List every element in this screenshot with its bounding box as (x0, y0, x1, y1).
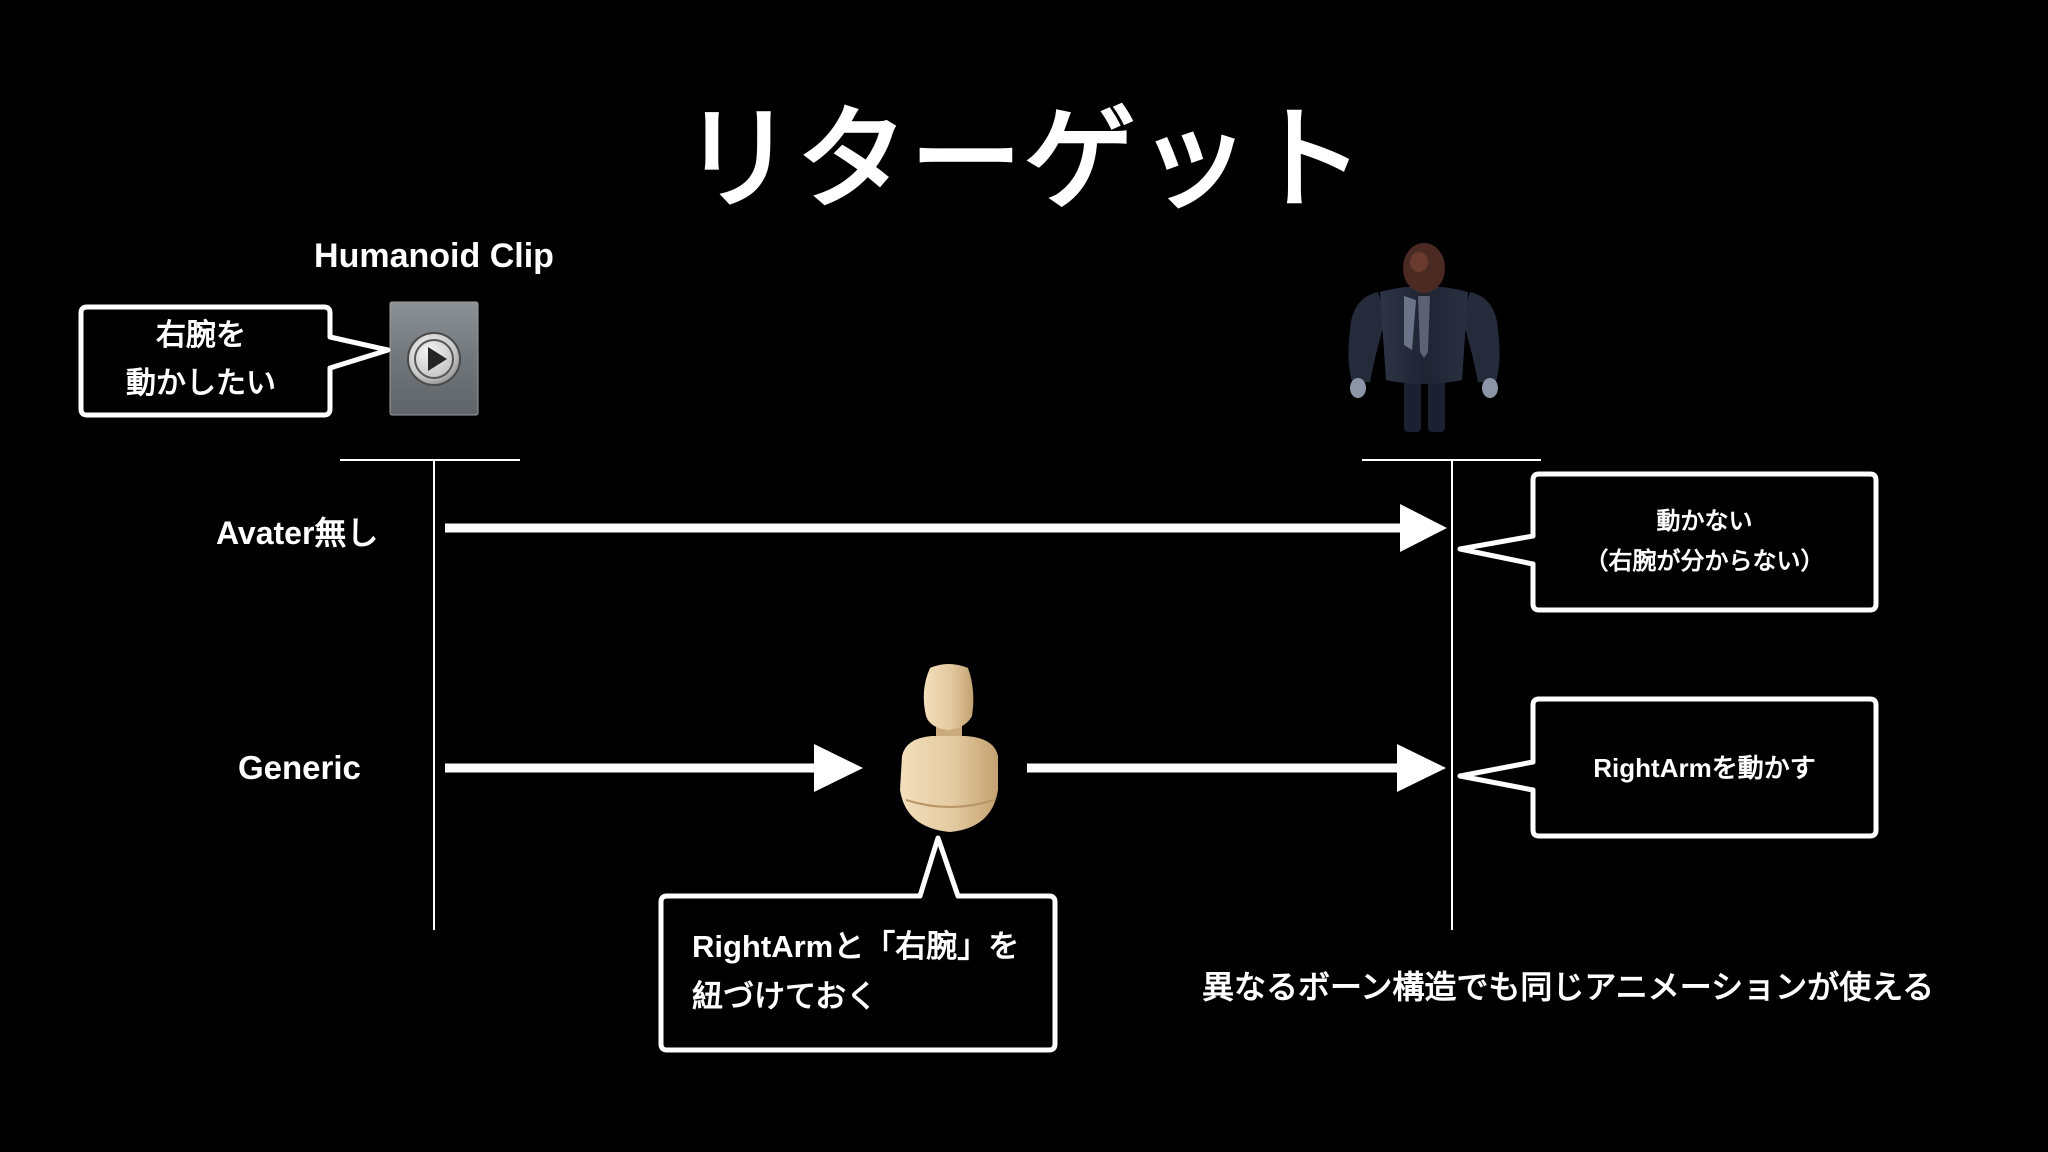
avatar-note-line: 紐づけておく (692, 979, 878, 1014)
source-clip-label: Humanoid Clip (314, 237, 554, 275)
slide-title: リターゲット (682, 97, 1366, 222)
humanoid-character-model-icon (1348, 243, 1500, 432)
result-line: 動かない (1656, 508, 1753, 535)
bubble-avatar-note (658, 835, 1058, 1053)
result-text-avatar-none: 動かない （右腕が分からない） (1533, 502, 1876, 582)
arrow-avatar-none (445, 504, 1447, 552)
bubble-result-avatar-none (1457, 471, 1879, 613)
animation-clip-play-icon (389, 301, 479, 416)
bubble-source-text: 右腕を 動かしたい (81, 312, 321, 408)
arrow-generic-to-avatar (445, 744, 863, 792)
row-label-generic: Generic (238, 749, 361, 786)
result-line: （右腕が分からない） (1584, 548, 1825, 575)
result-line: RightArmを動かす (1593, 753, 1816, 783)
bubble-result-generic (1457, 696, 1879, 839)
avatar-mannequin-icon (900, 664, 998, 832)
bubble-source-line: 右腕を (156, 319, 246, 352)
row-label-avatar-none: Avater無し (216, 515, 379, 551)
arrow-avatar-to-target (1027, 744, 1446, 792)
avatar-note-text: RightArmと「右腕」を 紐づけておく (692, 922, 1019, 1022)
avatar-note-line: RightArmと「右腕」を (692, 929, 1020, 964)
bubble-source-line: 動かしたい (126, 367, 276, 400)
result-text-generic: RightArmを動かす (1533, 748, 1876, 788)
footer-note: 異なるボーン構造でも同じアニメーションが使える (1202, 969, 1935, 1005)
bubble-source (78, 304, 391, 418)
